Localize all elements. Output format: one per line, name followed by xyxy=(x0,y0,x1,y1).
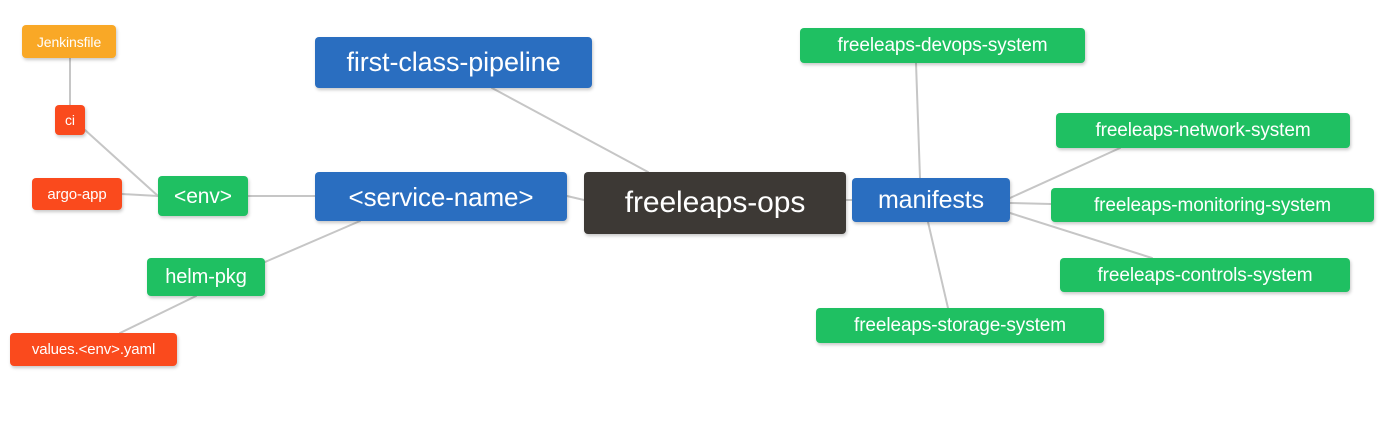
edge-values-to-helm xyxy=(119,295,197,334)
edge-manifests-to-storage xyxy=(927,221,949,309)
node-manifests[interactable]: manifests xyxy=(852,178,1010,222)
node-helm[interactable]: helm-pkg xyxy=(147,258,265,296)
node-devops[interactable]: freeleaps-devops-system xyxy=(800,28,1085,63)
node-values[interactable]: values.<env>.yaml xyxy=(10,333,177,366)
edge-pipeline-to-root xyxy=(491,87,649,173)
node-controls[interactable]: freeleaps-controls-system xyxy=(1060,258,1350,292)
node-service[interactable]: <service-name> xyxy=(315,172,567,221)
edge-argoapp-to-env xyxy=(121,193,159,197)
node-pipeline[interactable]: first-class-pipeline xyxy=(315,37,592,88)
node-root[interactable]: freeleaps-ops xyxy=(584,172,846,234)
node-monitoring[interactable]: freeleaps-monitoring-system xyxy=(1051,188,1374,222)
edge-manifests-to-monitoring xyxy=(1009,202,1052,205)
node-storage[interactable]: freeleaps-storage-system xyxy=(816,308,1104,343)
node-jenkinsfile[interactable]: Jenkinsfile xyxy=(22,25,116,58)
node-argoapp[interactable]: argo-app xyxy=(32,178,122,210)
node-env[interactable]: <env> xyxy=(158,176,248,216)
edge-helm-to-service xyxy=(264,220,361,263)
edge-service-to-root xyxy=(566,195,585,201)
node-ci[interactable]: ci xyxy=(55,105,85,135)
edge-manifests-to-devops xyxy=(915,62,921,179)
node-network[interactable]: freeleaps-network-system xyxy=(1056,113,1350,148)
